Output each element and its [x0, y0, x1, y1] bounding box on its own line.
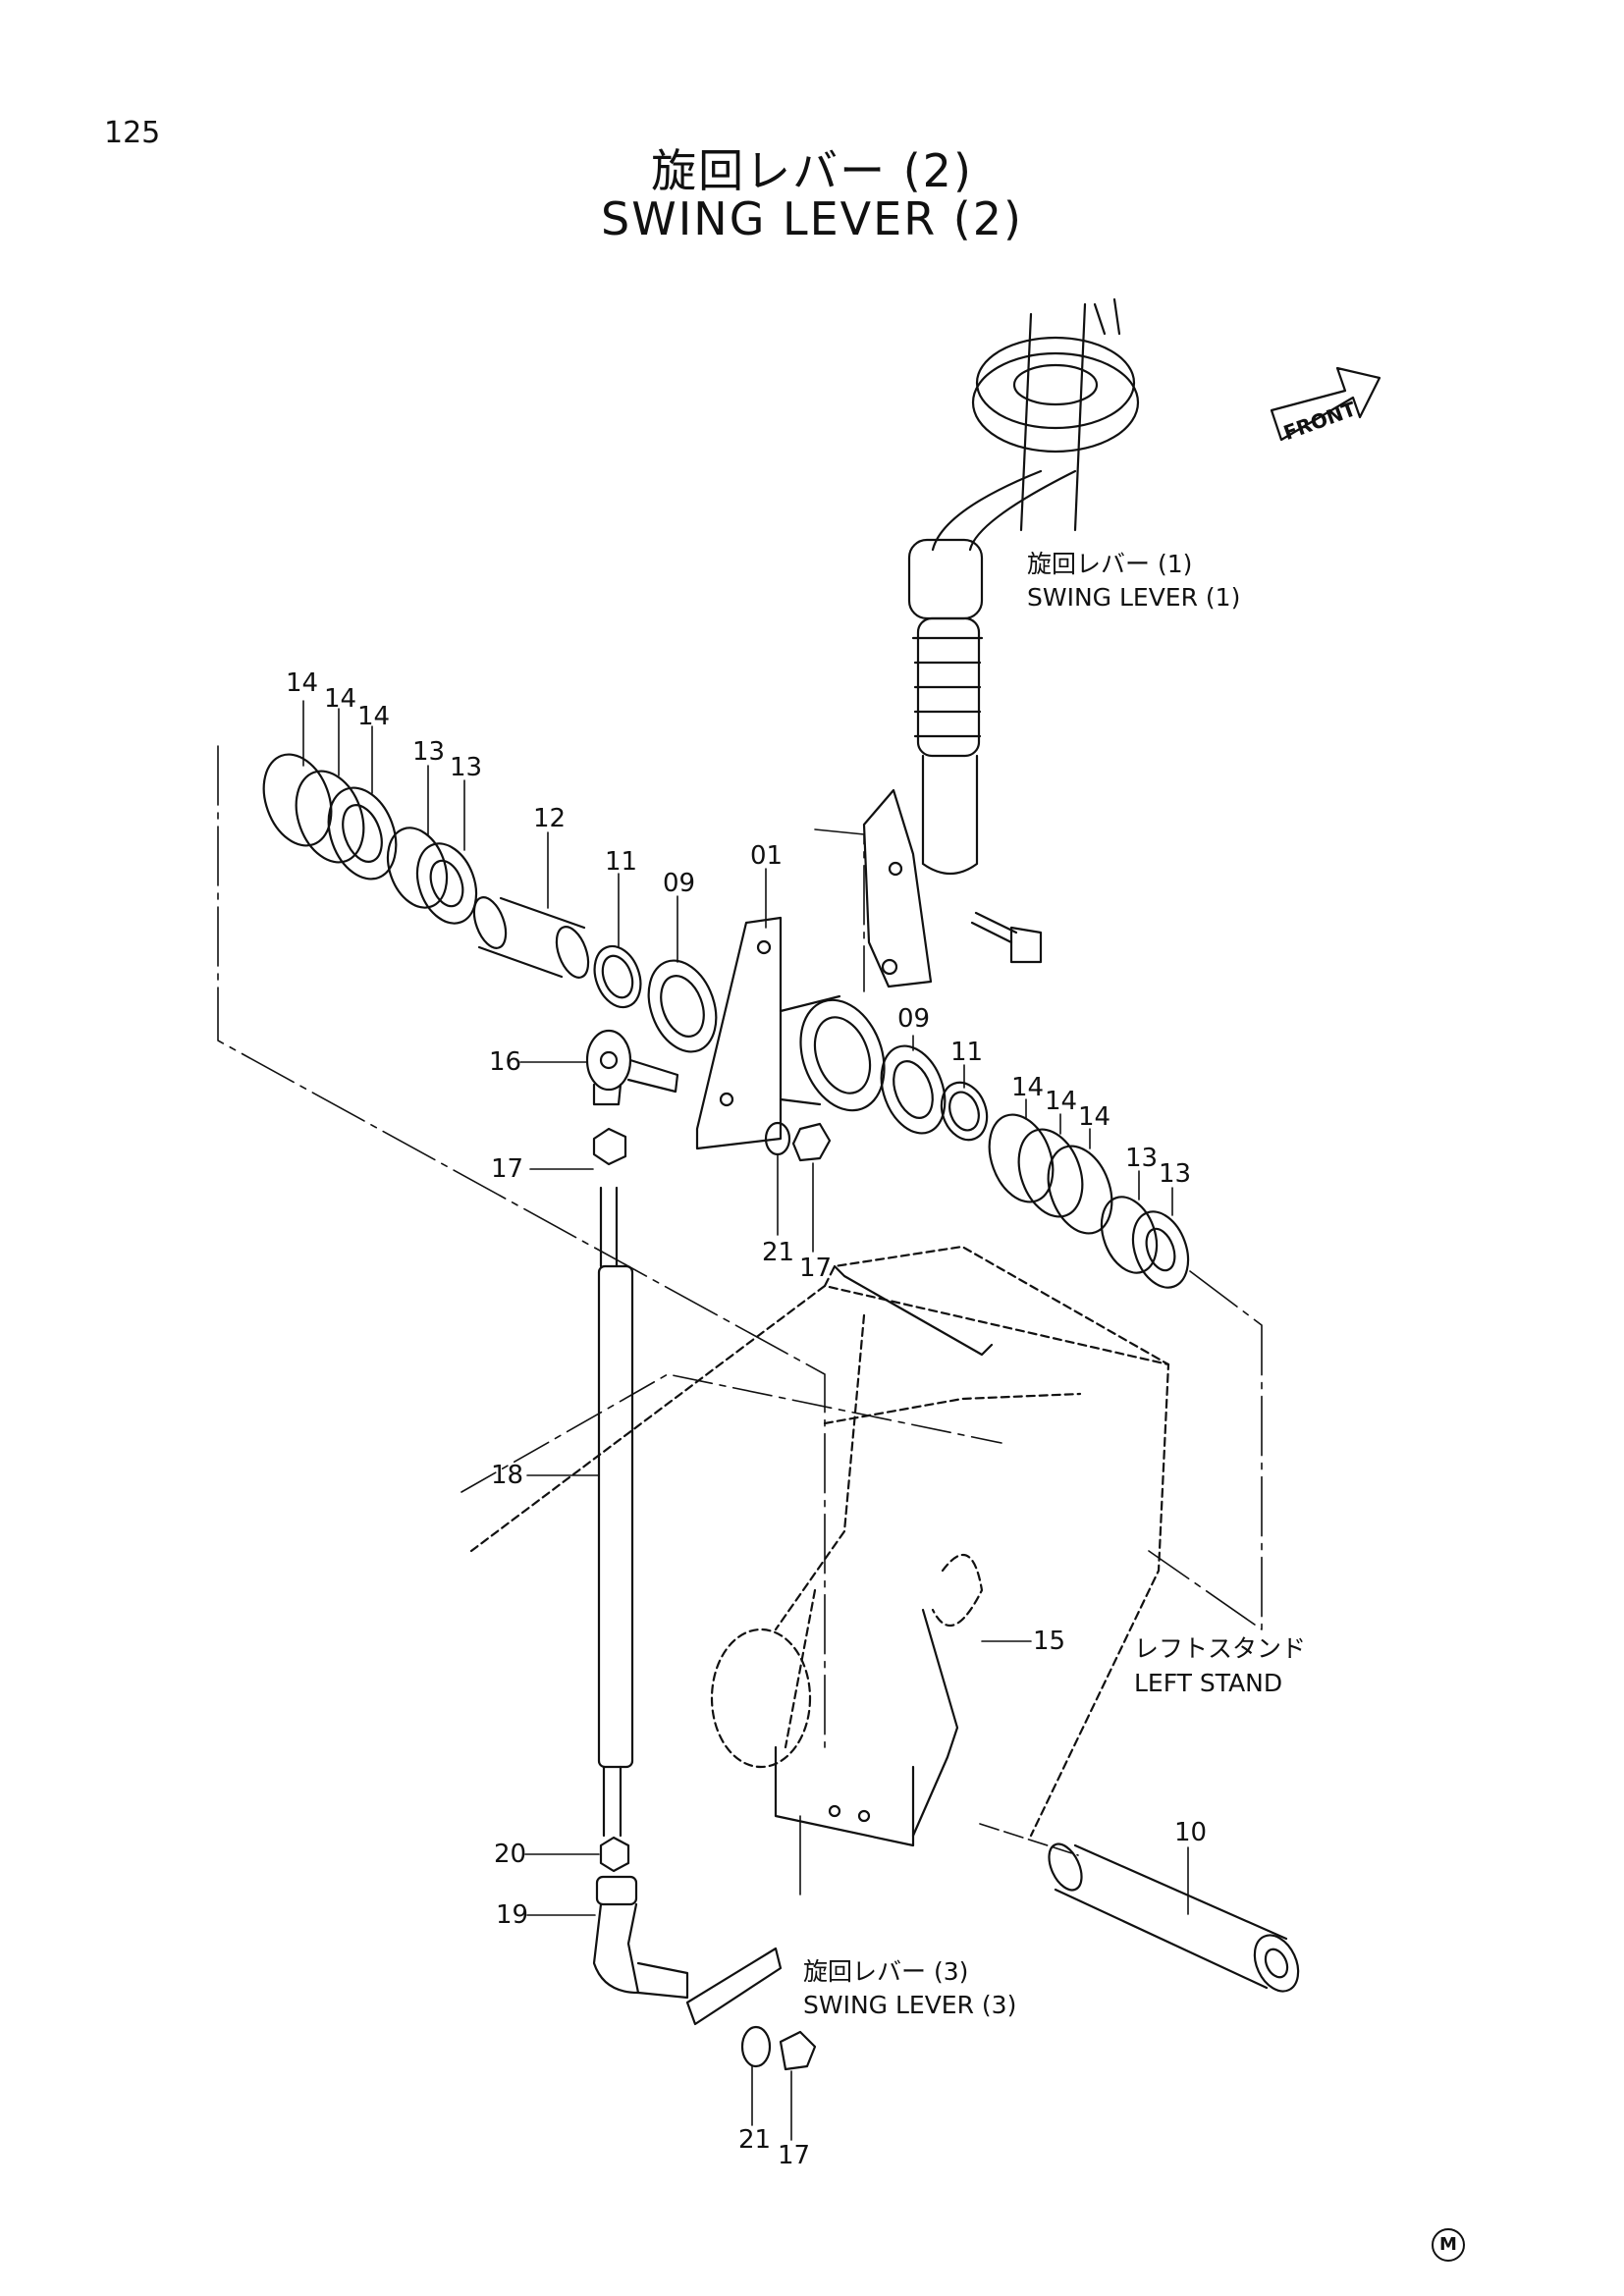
ref-swing-lever-3-en: SWING LEVER (3)	[803, 1991, 1017, 2019]
callout-14: 14	[1011, 1073, 1045, 1102]
pin-10	[1048, 1842, 1300, 1993]
callout-12: 12	[533, 804, 567, 833]
left-stand	[469, 1245, 1170, 1838]
bushing-12	[472, 896, 590, 979]
callout-17: 17	[491, 1154, 524, 1184]
title-japanese: 旋回レバー (2)	[651, 144, 973, 197]
front-arrow-shape	[1270, 366, 1381, 442]
ref-swing-lever-1-jp: 旋回レバー (1)	[1027, 550, 1193, 578]
rod-end-16	[585, 1029, 679, 1106]
callout-18: 18	[491, 1461, 524, 1490]
callout-11: 11	[950, 1038, 984, 1067]
bolt	[970, 911, 1043, 964]
lever-plate	[862, 788, 933, 988]
callout-15: 15	[1033, 1627, 1066, 1656]
callout-16: 16	[489, 1047, 522, 1077]
callout-14: 14	[286, 668, 319, 698]
callout-17: 17	[778, 2141, 811, 2170]
callout-14: 14	[324, 684, 357, 714]
swing-lever-1-handle	[907, 297, 1140, 876]
callout-09: 09	[897, 1004, 931, 1034]
callout-10: 10	[1174, 1818, 1208, 1847]
callout-14: 14	[1045, 1087, 1078, 1116]
rod-18	[597, 1186, 634, 1838]
callout-09: 09	[663, 869, 696, 898]
page-number: 125	[104, 116, 161, 150]
callout-13: 13	[1159, 1159, 1192, 1189]
callout-19: 19	[496, 1900, 529, 1930]
callout-21: 21	[762, 1238, 795, 1267]
callout-14: 14	[357, 702, 391, 731]
ref-left-stand-en: LEFT STAND	[1134, 1669, 1283, 1697]
callout-21: 21	[738, 2125, 772, 2155]
rod-end-19	[592, 1875, 689, 2000]
callout-17: 17	[799, 1254, 833, 1283]
ref-swing-lever-3-jp: 旋回レバー (3)	[803, 1957, 969, 1986]
manufacturer-mark: M	[1432, 2228, 1465, 2262]
callout-20: 20	[494, 1840, 527, 1869]
ref-swing-lever-1-en: SWING LEVER (1)	[1027, 583, 1241, 612]
stand-bracket	[774, 1264, 994, 1847]
callout-01: 01	[750, 841, 784, 871]
callout-13: 13	[450, 753, 483, 782]
callout-11: 11	[605, 847, 638, 877]
callout-14: 14	[1078, 1102, 1111, 1132]
callout-13: 13	[412, 737, 446, 767]
callout-13: 13	[1125, 1144, 1159, 1173]
housing-01	[695, 916, 886, 1150]
ref-left-stand-jp: レフトスタンド	[1134, 1634, 1307, 1663]
title-english: SWING LEVER (2)	[601, 192, 1023, 245]
